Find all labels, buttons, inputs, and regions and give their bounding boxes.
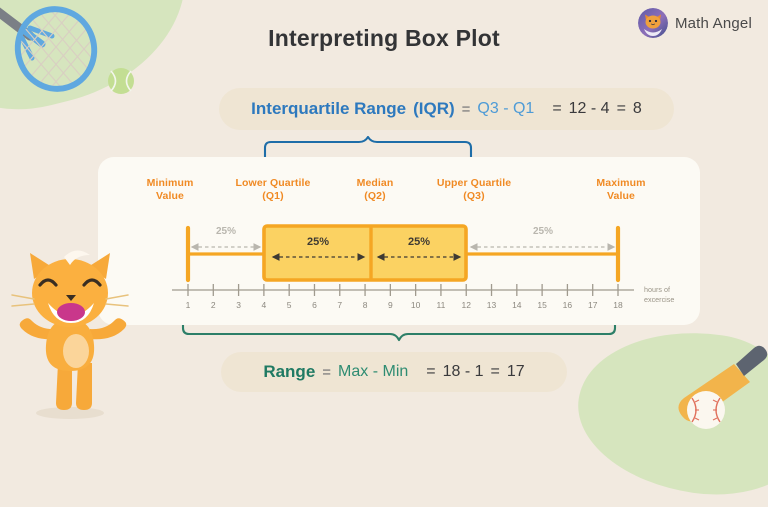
- axis-tick-label: 15: [537, 300, 547, 310]
- axis-tick-label: 7: [337, 300, 342, 310]
- brand-logo: Math Angel: [637, 8, 752, 38]
- whisker-left-percent: 25%: [216, 226, 236, 237]
- axis-tick-label: 3: [236, 300, 241, 310]
- iqr-formula-banner: Interquartile Range (IQR) = Q3 - Q1 = 12…: [219, 88, 674, 130]
- axis-tick-label: 10: [411, 300, 421, 310]
- iqr-abbrev: (IQR): [413, 99, 455, 118]
- box-right-percent: 25%: [408, 236, 430, 248]
- label-median: Median (Q2): [356, 177, 394, 202]
- iqr-result: 8: [632, 100, 642, 117]
- label-maximum-value: Maximum Value: [596, 177, 646, 202]
- axis-tick-label: 13: [487, 300, 497, 310]
- iqr-equals-3: =: [616, 100, 626, 117]
- axis-caption-line1: hours of: [644, 285, 670, 294]
- interquartile-box: [262, 224, 468, 282]
- axis-tick-label: 17: [588, 300, 598, 310]
- iqr-name: Interquartile Range: [251, 99, 407, 118]
- axis-tick-label: 9: [388, 300, 393, 310]
- cat-mascot: [11, 250, 129, 419]
- iqr-terms: Q3 - Q1: [477, 100, 535, 117]
- axis-tick-label: 11: [437, 300, 446, 310]
- range-name: Range: [263, 362, 316, 381]
- axis-tick-label: 14: [512, 300, 522, 310]
- baseball-decor: [678, 345, 768, 429]
- box-left-percent: 25%: [307, 236, 329, 248]
- range-numbers: 18 - 1: [442, 363, 484, 380]
- range-equals-3: =: [490, 363, 500, 380]
- label-lower-quartile: Lower Quartile (Q1): [235, 177, 311, 202]
- iqr-equals-2: =: [552, 100, 562, 117]
- iqr-numbers: 12 - 4: [568, 100, 610, 117]
- axis-caption-line2: excercise: [644, 295, 674, 304]
- axis-tick-label: 4: [262, 300, 267, 310]
- cat-circle-icon: [637, 8, 668, 38]
- range-formula-banner: Range = Max - Min = 18 - 1 = 17: [221, 352, 567, 392]
- label-upper-quartile: Upper Quartile (Q3): [436, 177, 512, 202]
- axis-tick-label: 18: [613, 300, 623, 310]
- range-terms: Max - Min: [338, 363, 409, 380]
- iqr-equals-1: =: [461, 100, 471, 118]
- label-minimum-value: Minimum Value: [146, 177, 194, 202]
- iqr-brace: [263, 136, 473, 162]
- whisker-right-percent: 25%: [533, 226, 553, 237]
- range-result: 17: [506, 363, 525, 380]
- brand-name: Math Angel: [674, 14, 752, 32]
- range-equals-1: =: [322, 363, 332, 381]
- axis-tick-label: 8: [363, 300, 368, 310]
- baseball-icon: [687, 391, 725, 429]
- range-equals-2: =: [426, 363, 436, 380]
- axis-tick-label: 16: [563, 300, 573, 310]
- page-title: Interpreting Box Plot: [268, 25, 500, 51]
- tennis-racket-icon: [0, 0, 103, 99]
- axis-tick-label: 12: [462, 300, 472, 310]
- axis-tick-label: 6: [312, 300, 317, 310]
- axis-tick-label: 2: [211, 300, 216, 310]
- tennis-ball-icon: [108, 68, 134, 94]
- axis-tick-label: 5: [287, 300, 292, 310]
- axis-tick-label: 1: [186, 300, 191, 310]
- range-brace: [181, 316, 617, 342]
